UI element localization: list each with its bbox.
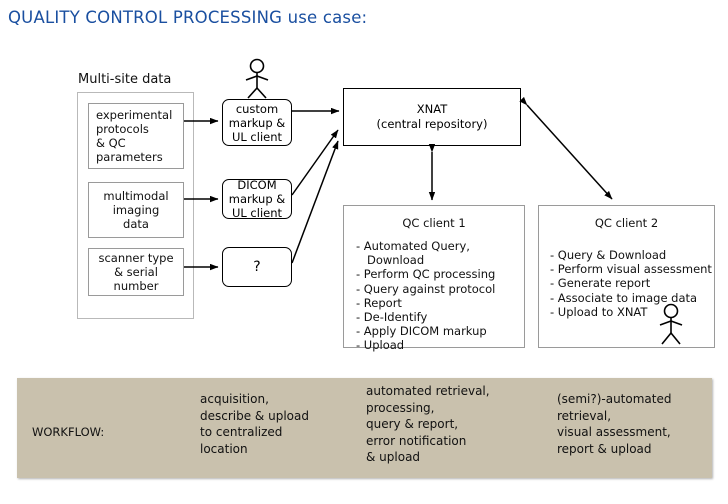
arrow-dicom-client-to-xnat — [291, 129, 339, 196]
qc-client-2-box[interactable]: QC client 2 - Query & Download - Perform… — [538, 205, 715, 348]
xnat-title: XNAT — [416, 102, 448, 116]
unknown-client-box[interactable]: ? — [222, 247, 292, 287]
qc-client-1-title: QC client 1 — [402, 216, 466, 230]
list-item: - Apply DICOM markup — [356, 324, 487, 339]
qc-client-2-list: - Query & Download - Perform visual asse… — [539, 248, 714, 319]
actor-uploader-icon — [245, 58, 269, 99]
qc-client-2-title: QC client 2 — [594, 216, 659, 230]
source-box-multimodal-imaging: multimodal imaging data — [88, 182, 184, 238]
workflow-column-3: (semi?)-automated retrieval, visual asse… — [557, 392, 672, 456]
list-item: - Query against protocol — [356, 281, 496, 296]
qc-client-1-box[interactable]: QC client 1 - Automated Query, Download … — [343, 205, 525, 352]
list-item: - Upload — [356, 338, 405, 353]
list-item: - Query & Download — [550, 248, 667, 262]
workflow-label: WORKFLOW: — [32, 425, 105, 439]
list-item: - Upload to XNAT — [550, 304, 648, 319]
xnat-subtitle: (central repository) — [376, 117, 488, 131]
list-item: - De-Identify — [356, 310, 428, 325]
qc-client-1-list: - Automated Query, Download - Perform QC… — [344, 239, 524, 353]
source-box-experimental-protocols: experimental protocols & QC parameters — [88, 103, 184, 169]
list-item: Download — [356, 253, 425, 268]
list-item: - Perform QC processing — [356, 267, 496, 282]
page-title: QUALITY CONTROL PROCESSING use case: — [8, 8, 368, 27]
list-item: - Report — [356, 295, 402, 310]
arrow-xnat-qc2 — [519, 96, 613, 200]
list-item: - Associate to image data — [550, 290, 698, 305]
custom-markup-ul-client-box[interactable]: custom markup & UL client — [222, 99, 292, 146]
list-item: - Automated Query, — [356, 239, 470, 253]
source-box-scanner-type: scanner type & serial number — [88, 248, 184, 296]
workflow-column-2: automated retrieval, processing, query &… — [366, 384, 490, 464]
list-item: - Perform visual assessment — [550, 262, 712, 277]
workflow-column-1: acquisition, describe & upload to centra… — [200, 392, 309, 456]
dicom-markup-ul-client-box[interactable]: DICOM markup & UL client — [222, 178, 292, 220]
arrow-unknown-client-to-xnat — [291, 140, 339, 264]
multi-site-data-label: Multi-site data — [78, 72, 172, 87]
list-item: - Generate report — [550, 276, 651, 291]
workflow-bar — [17, 378, 712, 478]
xnat-repository-box[interactable]: XNAT (central repository) — [343, 88, 521, 146]
